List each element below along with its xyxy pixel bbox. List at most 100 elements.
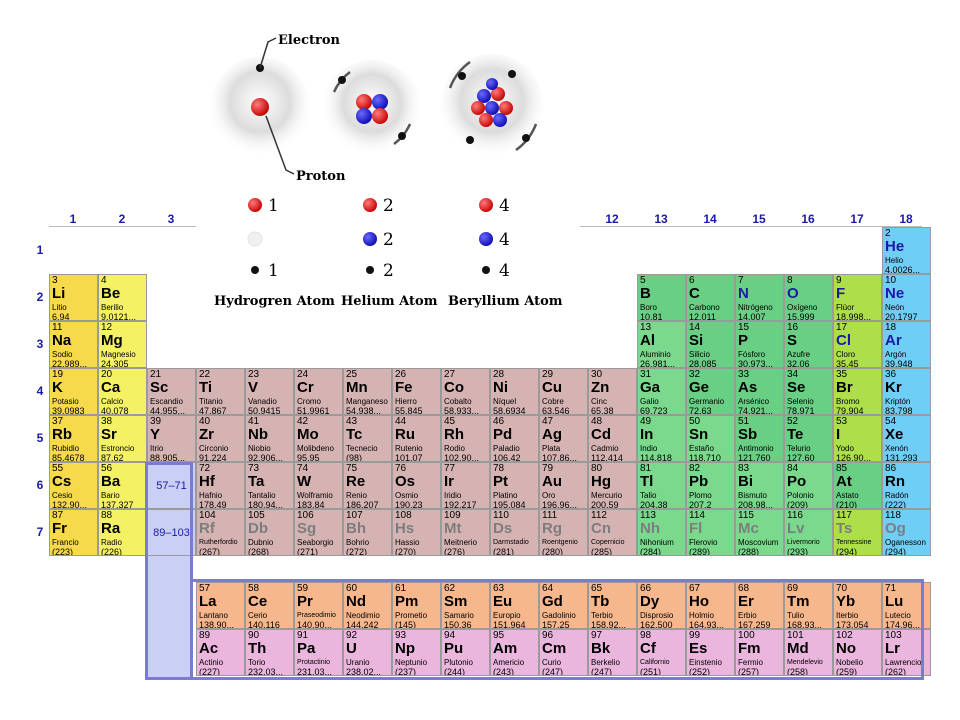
actinide-reference[interactable]: 89–103 <box>147 509 196 556</box>
lanthanide-reference[interactable]: 57–71 <box>147 462 196 509</box>
